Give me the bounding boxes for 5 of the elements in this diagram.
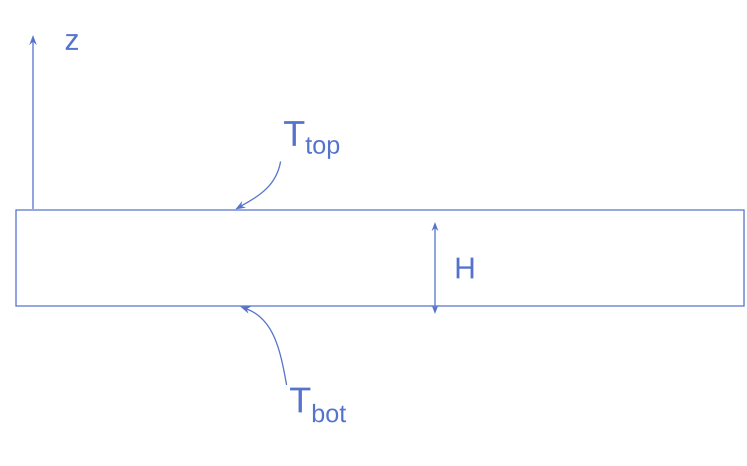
slab xyxy=(15,209,745,307)
temperature-label: T$_{bot}$ xyxy=(290,388,346,422)
axis-label: z xyxy=(66,34,78,50)
dimension-label: H xyxy=(456,258,474,278)
temperature-label: T$_{top}$ xyxy=(284,121,340,159)
